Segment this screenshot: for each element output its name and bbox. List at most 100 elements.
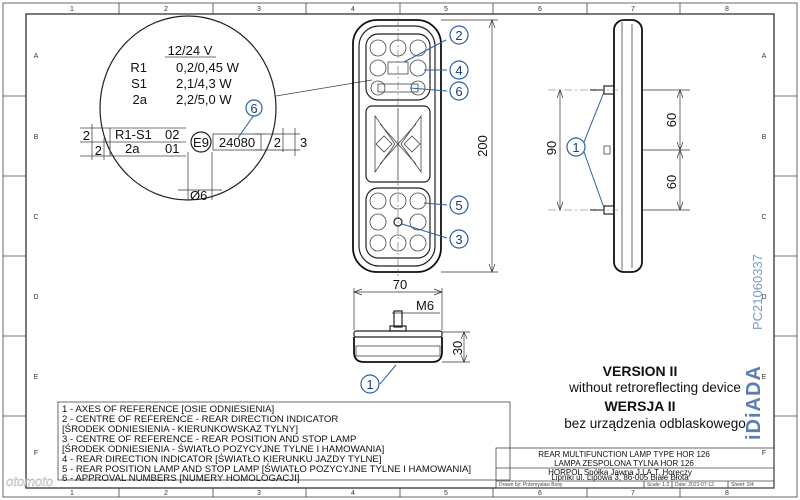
- col-number-bottom: 2: [164, 490, 168, 497]
- col-number-bottom: 1: [70, 490, 74, 497]
- legend-line: 1 - AXES OF REFERENCE [OSIE ODNIESIENIA]: [62, 404, 274, 415]
- lamp-outer-housing: [352, 19, 442, 273]
- row-letter-left: E: [34, 374, 39, 381]
- dim-height: 200: [475, 135, 490, 157]
- lamp-side-view: 90 60 60 1: [544, 19, 690, 273]
- legend-line: [ŚRODEK ODNIESIENIA - KIERUNKOWSKAZ TYLN…: [62, 423, 298, 435]
- callout-4-num: 4: [455, 63, 462, 78]
- title-block: REAR MULTIFUNCTION LAMP TYPE HOR 126 LAM…: [495, 447, 775, 489]
- row-letter-right: D: [761, 294, 766, 301]
- marking-dim-2-top: 2: [83, 128, 90, 143]
- marking-detail: 12/24 V R1 0,2/0,45 W S1 2,1/4,3 W 2a 2,…: [80, 15, 373, 203]
- marking-row2-label: 2a: [125, 141, 140, 156]
- lamp-front-view: 2 4 6 5 3 200: [352, 18, 498, 276]
- col-number-top: 2: [164, 6, 168, 13]
- side-housing: [613, 19, 643, 273]
- housing-base: [353, 330, 443, 338]
- col-number-bottom: 5: [444, 490, 448, 497]
- callout-6: [449, 81, 469, 101]
- callout-5: [449, 195, 469, 215]
- dim-lower: 60: [664, 175, 679, 189]
- legend-line: 3 - CENTRE OF REFERENCE - REAR POSITION …: [62, 434, 356, 445]
- callout-6-num: 6: [455, 84, 462, 99]
- row-letter-right: B: [762, 134, 767, 141]
- voltage-text: 12/24 V: [168, 43, 213, 58]
- callout-6-detail-num: 6: [250, 101, 257, 116]
- callout-5-num: 5: [455, 198, 462, 213]
- row-letter-right: A: [762, 53, 767, 60]
- callout-1-side-num: 1: [572, 140, 579, 155]
- col-number-top: 5: [444, 6, 448, 13]
- col-number-bottom: 8: [725, 490, 729, 497]
- row-letter-right: F: [762, 450, 766, 457]
- callout-3-num: 3: [455, 232, 462, 247]
- watermark: otomoto: [6, 474, 53, 489]
- legend-line: 5 - REAR POSITION LAMP AND STOP LAMP [ŚW…: [62, 463, 471, 475]
- callout-1-side: [566, 137, 586, 157]
- col-number-top: 4: [351, 6, 355, 13]
- col-number-top: 1: [70, 6, 74, 13]
- title-line-2: LAMPA ZESPOLONA TYLNA HOR 126: [554, 459, 694, 468]
- approval-marking-table: R1-S1 02 2a 01 2 2: [80, 124, 186, 160]
- row-letter-left: C: [33, 214, 38, 221]
- marking-dim-2-right: 2: [274, 135, 281, 150]
- approval-box: [212, 133, 262, 151]
- row-letter-left: A: [34, 53, 39, 60]
- col-number-bottom: 3: [257, 490, 261, 497]
- callout-4: [449, 60, 469, 80]
- date: Date: 2021-07-12: [675, 482, 714, 488]
- emark-text: E9: [193, 135, 209, 150]
- marking-dim-2-bottom: 2: [95, 143, 102, 158]
- callout-1-bottom-num: 1: [366, 377, 373, 392]
- emark-circle: [190, 131, 212, 153]
- drawn-by: Drawn by: Przemysław Bosy: [499, 482, 563, 488]
- callout-3: [449, 229, 469, 249]
- spec-code-s1: S1: [131, 76, 147, 91]
- col-number-top: 7: [631, 6, 635, 13]
- bolt-stud: [393, 310, 403, 328]
- dim-span: 90: [544, 141, 559, 155]
- spec-value-s1: 2,1/4,3 W: [176, 76, 232, 91]
- col-number-bottom: 4: [351, 490, 355, 497]
- row-letter-right: C: [761, 214, 766, 221]
- marking-dim-3-right: 3: [300, 135, 307, 150]
- dim-upper: 60: [664, 113, 679, 127]
- row-letter-left: B: [34, 134, 39, 141]
- version-en-sub: without retroreflecting device: [568, 380, 741, 395]
- title-line-1: REAR MULTIFUNCTION LAMP TYPE HOR 126: [538, 450, 710, 459]
- approval-number: 24080: [219, 135, 255, 150]
- legend-line: 4 - REAR DIRECTION INDICATOR [ŚWIATŁO KI…: [62, 453, 381, 465]
- marking-diameter: Ø6: [190, 188, 207, 203]
- callout-1-bottom: [360, 374, 380, 394]
- dim-bolt: M6: [416, 298, 434, 313]
- col-number-top: 8: [725, 6, 729, 13]
- spec-value-2a: 2,2/5,0 W: [176, 92, 232, 107]
- version-en-title: VERSION II: [603, 363, 678, 379]
- version-notes: VERSION II without retroreflecting devic…: [564, 363, 746, 431]
- row-letter-left: F: [34, 450, 38, 457]
- dim-width: 70: [393, 277, 407, 292]
- idiada-logo: iDiADA: [743, 365, 765, 440]
- callout-2: [449, 25, 469, 45]
- sheet-number: Sheet: 2/4: [731, 482, 754, 488]
- legend-block: 1 - AXES OF REFERENCE [OSIE ODNIESIENIA]…: [57, 401, 511, 484]
- legend-line: 6 - APPROVAL NUMBERS [NUMERY HOMOLOGACJI…: [62, 473, 299, 484]
- version-pl-sub: bez urządzenia odblaskowego: [564, 416, 746, 431]
- company-address: Lipniki ul. Lipowa 3, 86-005 Białe Błota: [551, 473, 689, 482]
- callout-2-num: 2: [455, 28, 462, 43]
- lamp-bottom-view: 70 M6 30 1: [353, 277, 470, 394]
- dim-depth: 30: [450, 341, 465, 355]
- marking-row1-value: 02: [165, 127, 179, 142]
- row-letter-left: D: [33, 294, 38, 301]
- col-number-bottom: 6: [538, 490, 542, 497]
- reference-number: PC21060337: [750, 254, 765, 330]
- scale: Scale: 1:2: [647, 482, 669, 488]
- legend-line: [ŚRODEK ODNIESIENIA - ŚWIATŁO POZYCYJNE …: [62, 443, 384, 455]
- marking-row2-value: 01: [165, 141, 179, 156]
- spec-code-2a: 2a: [133, 92, 148, 107]
- spec-code-r1: R1: [130, 60, 147, 75]
- legend-box: [57, 401, 511, 481]
- version-pl-title: WERSJA II: [604, 398, 675, 414]
